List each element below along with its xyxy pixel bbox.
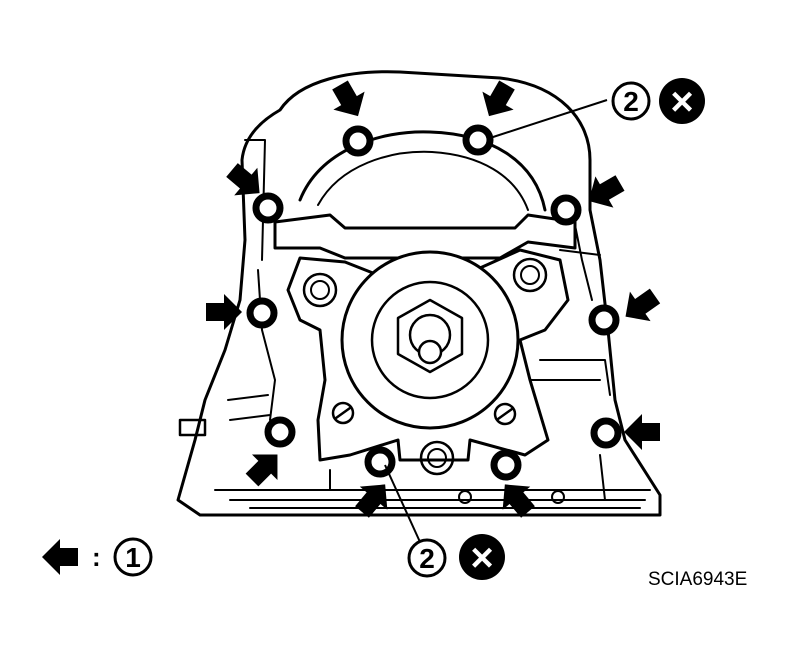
engine-line-art bbox=[176, 70, 662, 517]
bolt-upper-right bbox=[550, 194, 582, 226]
bolt-top-right bbox=[462, 124, 494, 156]
plate-hole-left bbox=[302, 272, 338, 308]
bolt-mid-right bbox=[588, 304, 620, 336]
single-use-mark: × bbox=[470, 536, 493, 580]
cross-bar bbox=[273, 213, 577, 260]
legend-number: 1 bbox=[125, 542, 141, 573]
callout-number-circle bbox=[407, 538, 447, 578]
arrow-icon bbox=[579, 167, 629, 217]
legend-number-circle bbox=[113, 537, 153, 577]
bolt-upper-left bbox=[252, 192, 284, 224]
right-rib bbox=[519, 199, 611, 396]
pump-boss-inner bbox=[370, 280, 490, 400]
plate-hole-left-inner bbox=[310, 280, 330, 300]
arrow-icon bbox=[206, 294, 242, 330]
pan-bolt-1 bbox=[458, 490, 472, 504]
housing-dome-inner bbox=[317, 150, 529, 211]
arrow-icon bbox=[42, 539, 78, 575]
bolt-bottom-right bbox=[490, 449, 522, 481]
single-use-mark: × bbox=[670, 80, 693, 124]
left-rib bbox=[227, 139, 276, 421]
engine-block-outline bbox=[176, 70, 662, 517]
bolt-lower-left bbox=[264, 416, 296, 448]
plate-hole-bottom bbox=[419, 440, 455, 476]
figure-code: SCIA6943E bbox=[648, 569, 747, 590]
plate-hole-right-inner bbox=[520, 265, 540, 285]
housing-dome bbox=[298, 130, 547, 212]
bolt-lower-right bbox=[590, 417, 622, 449]
plate-hole-bottom-inner bbox=[427, 448, 447, 468]
left-bracket bbox=[178, 418, 207, 437]
callout-number: 2 bbox=[419, 543, 435, 574]
legend-separator: : bbox=[92, 542, 101, 572]
plate-hole-right bbox=[512, 257, 548, 293]
crank-shaft-end bbox=[417, 339, 443, 365]
bolt-mid-left bbox=[246, 297, 278, 329]
leader-line-top bbox=[489, 99, 608, 139]
leader-line-bottom bbox=[384, 464, 421, 543]
cross-circle-icon bbox=[459, 534, 505, 580]
callout-bottom: 2 × bbox=[384, 464, 505, 580]
bolt-holes bbox=[246, 124, 622, 481]
cross-circle-icon bbox=[659, 78, 705, 124]
arrow-icon bbox=[473, 76, 523, 126]
callout-number-circle bbox=[611, 81, 651, 121]
bolt-top-left bbox=[342, 125, 374, 157]
arrow-icon bbox=[615, 281, 666, 332]
legend: : 1 bbox=[42, 537, 153, 577]
callout-top: 2 × bbox=[489, 78, 705, 139]
oil-pan-lines bbox=[214, 454, 651, 509]
arrow-icon bbox=[324, 76, 374, 126]
callout-number: 2 bbox=[623, 86, 639, 117]
arrow-icon bbox=[239, 441, 291, 493]
pan-bolt-2 bbox=[551, 490, 565, 504]
